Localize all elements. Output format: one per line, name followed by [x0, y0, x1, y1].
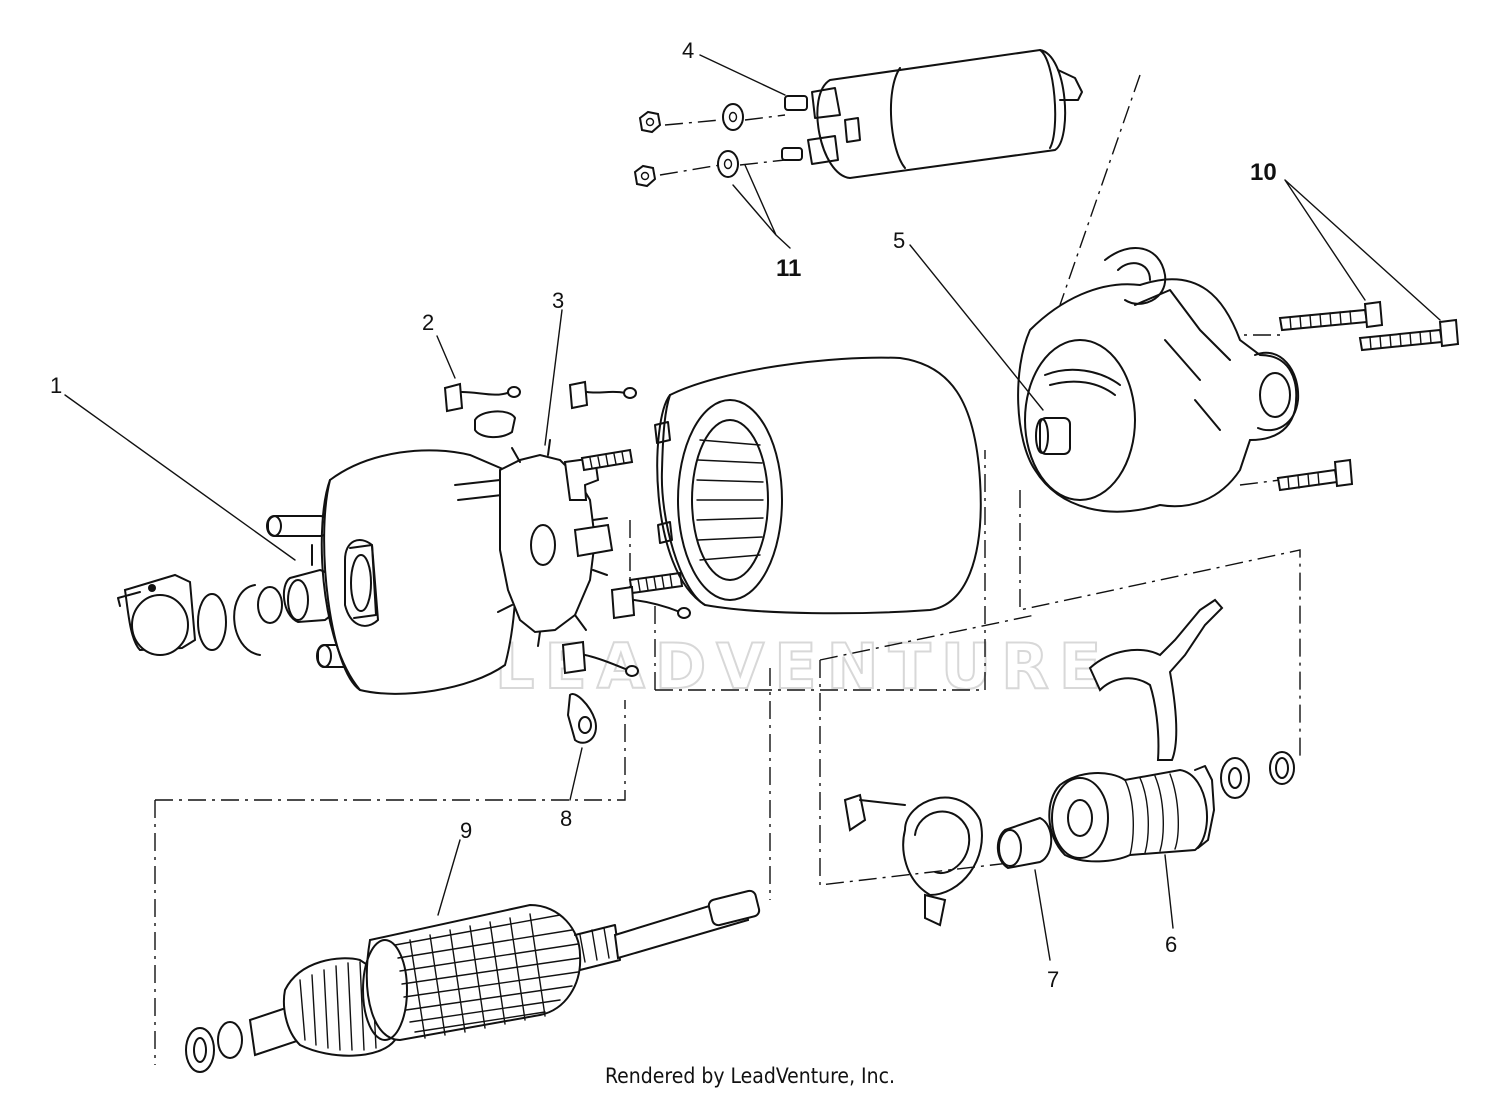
- callout-9: 9: [460, 818, 472, 843]
- callout-2: 2: [422, 310, 434, 335]
- callout-8: 8: [560, 806, 572, 831]
- field-frame: [654, 356, 982, 615]
- armature: [185, 889, 761, 1073]
- watermark-text: LEADVENTURE: [495, 630, 1111, 703]
- callout-11: 11: [776, 255, 801, 282]
- assembly-guide-lines: [154, 74, 1301, 1065]
- brush-plate: [497, 439, 614, 647]
- nuts-and-washers: [633, 103, 744, 188]
- drive-pinion-assembly: [1048, 765, 1215, 863]
- callout-3: 3: [552, 288, 564, 313]
- terminal-lead: [566, 693, 597, 744]
- callout-7: 7: [1047, 967, 1059, 992]
- callout-6: 6: [1165, 932, 1177, 957]
- callout-10: 10: [1250, 159, 1277, 186]
- drive-end-housing: [1017, 247, 1300, 513]
- callout-1: 1: [50, 373, 62, 398]
- callout-labels: 1 2 3 4 5 6 7 8 9 10 11: [50, 38, 1277, 992]
- leader-lines: [64, 54, 1441, 961]
- sleeve-bushing: [996, 816, 1053, 870]
- callout-4: 4: [682, 38, 694, 63]
- footer-credit: Rendered by LeadVenture, Inc.: [605, 1064, 895, 1088]
- brushes: [443, 380, 691, 677]
- commutator-end-frame: [320, 449, 518, 695]
- callout-5: 5: [893, 228, 905, 253]
- drive-end-rings: [843, 751, 1295, 927]
- solenoid: [781, 48, 1083, 180]
- bolts: [1276, 300, 1460, 492]
- drive-lever: [1088, 598, 1224, 761]
